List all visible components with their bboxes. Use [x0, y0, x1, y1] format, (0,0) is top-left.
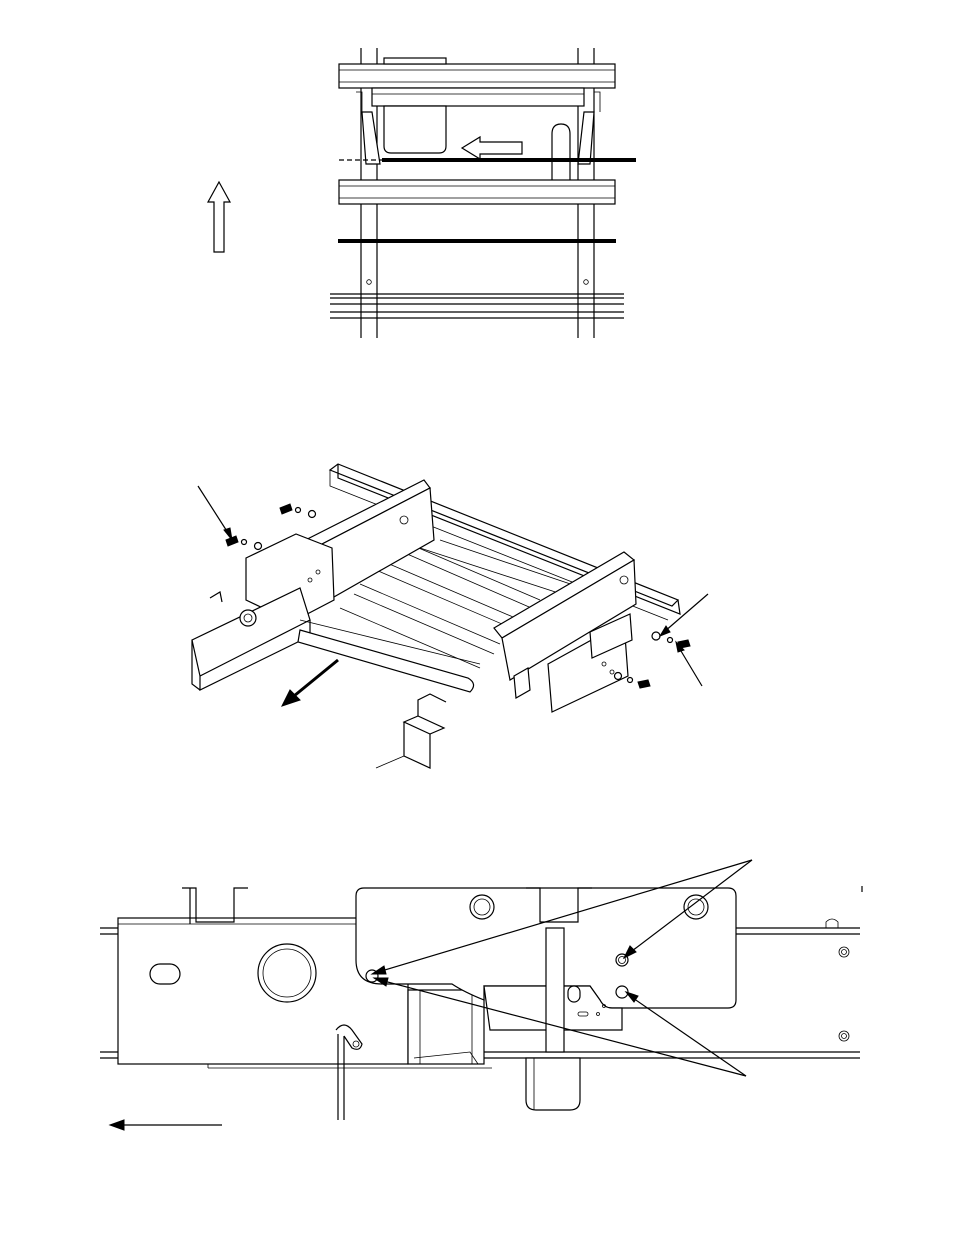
- slide-left-arrow-icon: [462, 137, 522, 159]
- middle-crossbar: [339, 180, 615, 204]
- top-view-drawing: [0, 0, 954, 360]
- latch-plate: [384, 106, 446, 153]
- rail-hole: [584, 280, 589, 285]
- side-view-drawing: [0, 850, 954, 1140]
- pointer-arrow-icon: [676, 642, 702, 686]
- top-view-figure: [0, 0, 954, 360]
- pointer-arrow-icon: [198, 486, 232, 540]
- direction-arrow-icon: [282, 660, 338, 706]
- direction-arrow-icon: [110, 1120, 222, 1130]
- isometric-view-figure: [0, 440, 954, 780]
- right-handle: [578, 112, 594, 164]
- right-rail-holes: [826, 919, 849, 1041]
- inner-bar: [372, 88, 584, 106]
- isometric-view-drawing: [0, 440, 954, 780]
- left-lower-channel: [192, 588, 310, 690]
- bottom-crossbar: [330, 294, 624, 318]
- upper-crossbar: [339, 58, 615, 88]
- forward-direction-arrow-icon: [208, 182, 230, 252]
- slot-opening: [552, 124, 570, 180]
- rail-hole: [367, 280, 372, 285]
- side-view-figure: [0, 850, 954, 1140]
- inner-post: [408, 990, 484, 1064]
- front-rail: [376, 694, 446, 768]
